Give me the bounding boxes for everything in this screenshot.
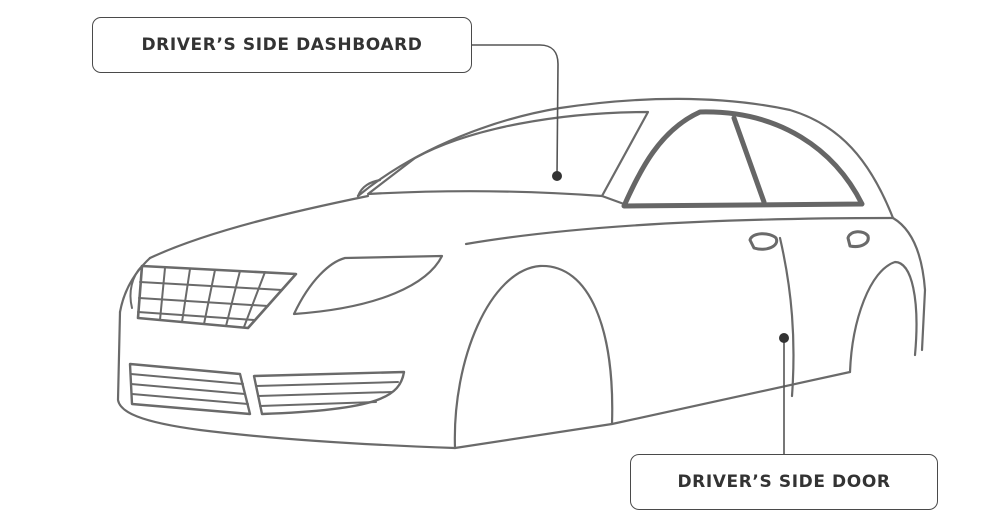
dashboard-callout-dot (552, 171, 562, 181)
headlight (292, 254, 444, 316)
door-seam (778, 236, 795, 398)
front-grille (129, 264, 298, 330)
front-wheel-arch (453, 264, 614, 450)
door-callout-dot (779, 333, 789, 343)
dashboard-leader-line (471, 44, 559, 177)
wheel-arches (453, 260, 918, 450)
side-windows (621, 109, 865, 209)
rear-wheel-arch (848, 260, 918, 374)
front-door-handle (748, 232, 779, 251)
dashboard-callout-label: DRIVER’S SIDE DASHBOARD (92, 17, 472, 73)
lower-bumper-vents (128, 362, 406, 416)
door-callout-label: DRIVER’S SIDE DOOR (630, 454, 938, 510)
rear-door-handle (846, 230, 870, 248)
door-details (748, 230, 870, 398)
callout-leaders (471, 44, 785, 455)
